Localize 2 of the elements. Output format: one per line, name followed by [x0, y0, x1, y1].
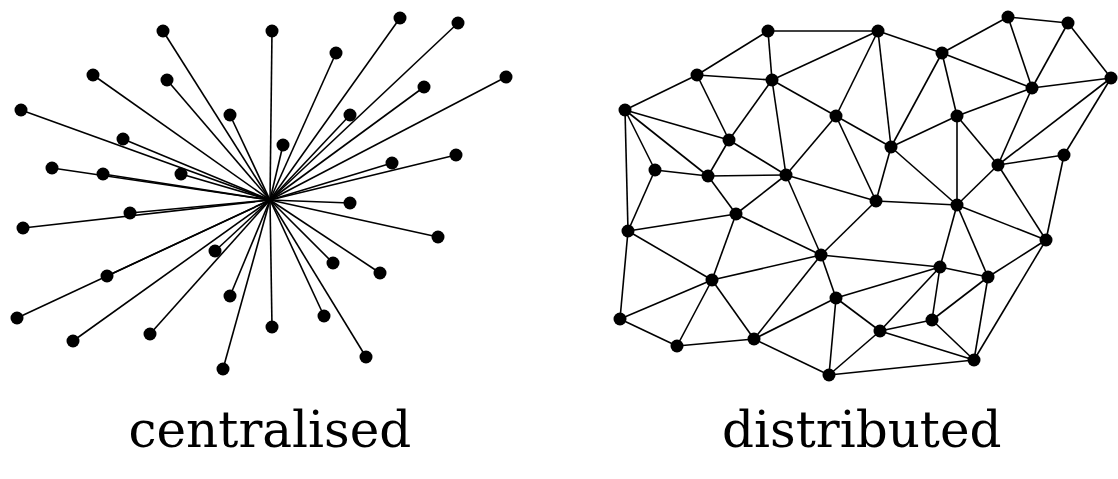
network-label: centralised — [128, 405, 412, 455]
network-label: distributed — [722, 405, 1002, 455]
